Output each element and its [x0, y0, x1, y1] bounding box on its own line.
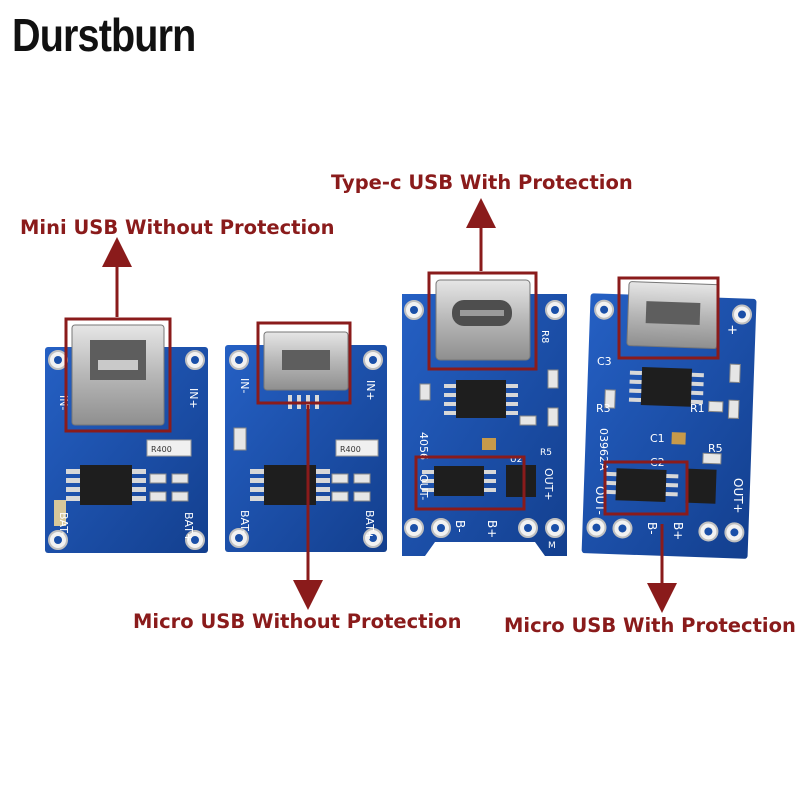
highlight-micro-usb	[256, 321, 352, 405]
silk-r5-typec: R5	[540, 448, 552, 458]
board-micro-usb-protected	[581, 281, 757, 559]
silk-03962a: 03962A	[597, 428, 610, 471]
silk-r400-2: R400	[340, 445, 361, 454]
label-micro-usb-with-protection: Micro USB With Protection	[504, 614, 796, 637]
silk-r5: R5	[708, 442, 723, 455]
board-type-c	[402, 279, 567, 556]
silk-u2: U2	[510, 455, 522, 465]
highlight-type-c	[427, 271, 538, 371]
silk-in-plus-2: IN+	[364, 380, 377, 401]
brand-logo: Durstburn	[12, 9, 196, 61]
silk-out-minus-typec: OUT-	[417, 474, 430, 500]
silk-b-plus-typec: B+	[485, 520, 499, 538]
highlight-protection-ic	[603, 460, 689, 516]
silk-bat-minus: BAT-	[57, 512, 70, 536]
silk-bat-minus-2: BAT-	[238, 510, 251, 534]
silk-b-minus: B-	[645, 522, 659, 535]
silk-b-minus-typec: B-	[453, 520, 467, 533]
label-type-c-with-protection: Type-c USB With Protection	[331, 171, 633, 194]
silk-plus: +	[727, 323, 738, 338]
silk-c3: C3	[597, 355, 612, 368]
silk-in-plus: IN+	[187, 388, 200, 409]
highlight-mini-usb	[64, 317, 172, 433]
silk-in-minus-2: IN-	[238, 378, 251, 393]
silk-b-plus: B+	[671, 522, 685, 540]
label-mini-usb-without-protection: Mini USB Without Protection	[20, 216, 335, 239]
silk-4056: 4056	[417, 432, 430, 460]
silk-bat-plus: BAT+	[182, 512, 195, 542]
silk-out-plus: OUT+	[731, 478, 745, 514]
silk-r3: R3	[596, 402, 611, 415]
silk-c1: C1	[650, 432, 665, 445]
highlight-type-c-protection-ic	[414, 455, 526, 511]
silk-r400: R400	[151, 445, 172, 454]
highlight-micro-usb-protected	[617, 276, 720, 360]
silk-r8: R8	[539, 330, 550, 343]
silk-m: M	[548, 541, 556, 551]
board-mini-usb	[45, 324, 208, 553]
silk-bat-plus-2: BAT+	[363, 510, 376, 540]
silk-out-plus-typec: OUT+	[542, 468, 555, 501]
silk-in-minus: IN-	[57, 395, 70, 410]
silk-r1: R1	[690, 402, 705, 415]
label-micro-usb-without-protection: Micro USB Without Protection	[133, 610, 462, 633]
